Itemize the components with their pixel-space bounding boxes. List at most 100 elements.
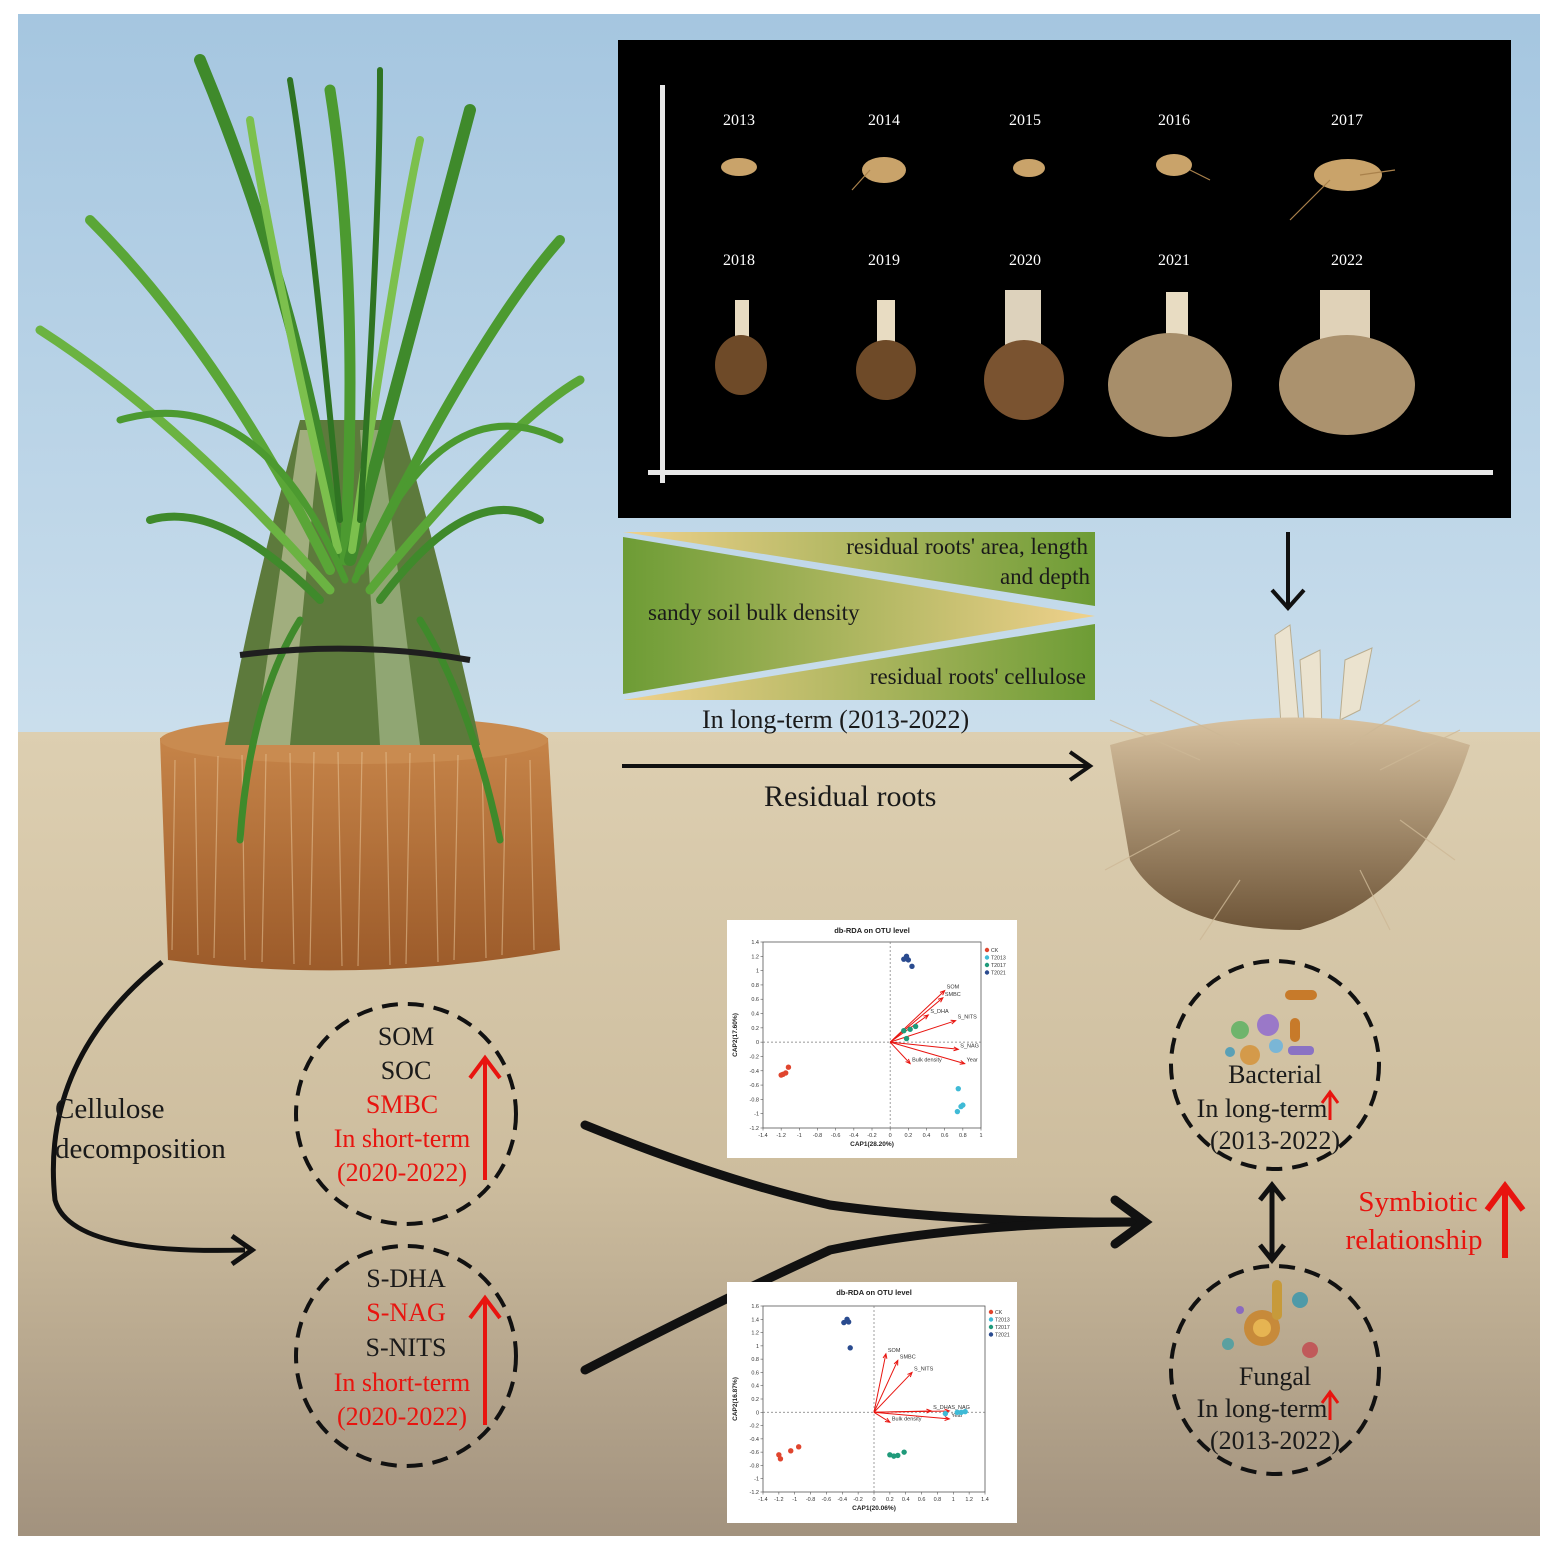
y-tick-label: -1.2 xyxy=(750,1490,759,1496)
increase-arrow-icon xyxy=(468,1294,502,1425)
residual-roots-label: Residual roots xyxy=(764,780,937,813)
x-tick-label: 0.4 xyxy=(902,1497,910,1503)
y-tick-label: -0.8 xyxy=(750,1097,759,1103)
wedge-middle-label: sandy soil bulk density xyxy=(648,600,860,625)
data-point xyxy=(960,1102,966,1108)
loading-arrowhead xyxy=(905,1058,912,1065)
data-point xyxy=(954,1108,961,1115)
x-tick-label: -0.4 xyxy=(849,1133,858,1139)
soil-circle-line4: In short-term xyxy=(333,1124,471,1153)
y-tick-label: -0.8 xyxy=(750,1463,759,1469)
x-tick-label: 0 xyxy=(889,1133,892,1139)
loading-arrowhead xyxy=(939,989,946,996)
db-rda-plot-bacterial: db-RDA on OTU level-1.4-1.2-1-0.8-0.6-0.… xyxy=(727,920,1017,1158)
converging-arrows xyxy=(580,1120,1153,1375)
cellulose-label-line1: Cellulose xyxy=(55,1093,165,1125)
legend-marker xyxy=(988,1309,994,1315)
loading-arrow xyxy=(873,1372,913,1413)
loading-arrow xyxy=(890,1041,965,1065)
grass-plant-illustration xyxy=(35,54,585,971)
fungi-illustration xyxy=(1222,1280,1318,1358)
loading-label: SOM xyxy=(888,1348,901,1354)
y-tick-label: 1.4 xyxy=(751,940,759,946)
loading-label: S_DHA xyxy=(933,1405,952,1411)
loading-label: SMBC xyxy=(945,992,961,998)
data-point xyxy=(783,1070,789,1076)
loading-arrowhead xyxy=(893,1359,899,1366)
x-tick-label: -0.2 xyxy=(853,1497,862,1503)
enzyme-circle-line3: S-NITS xyxy=(365,1333,447,1362)
year-label: 2013 xyxy=(723,112,755,129)
data-point xyxy=(903,1035,910,1042)
data-point xyxy=(788,1448,794,1454)
bidirectional-arrow xyxy=(1258,1180,1286,1265)
legend-label: CK xyxy=(995,1310,1003,1316)
fungal-circle-line2: In long-term xyxy=(1196,1394,1328,1423)
increase-arrow-icon xyxy=(468,1054,502,1180)
x-tick-label: 0.2 xyxy=(905,1133,913,1139)
y-tick-label: 0.8 xyxy=(751,983,759,989)
enzyme-circle-line5: (2020-2022) xyxy=(337,1402,467,1431)
x-tick-label: 1 xyxy=(979,1133,982,1139)
year-label: 2015 xyxy=(1009,112,1041,129)
legend-marker xyxy=(988,1324,994,1330)
data-point xyxy=(912,1023,919,1030)
loading-arrow xyxy=(889,997,944,1043)
data-point xyxy=(954,1409,960,1415)
y-axis-label: CAP2(16.87%) xyxy=(732,1377,739,1421)
root-sample-panel xyxy=(618,40,1511,518)
data-point xyxy=(795,1444,802,1450)
loading-arrow xyxy=(890,1020,956,1043)
y-tick-label: -0.6 xyxy=(750,1083,759,1089)
enzyme-circle-line4: In short-term xyxy=(333,1368,471,1397)
loading-arrowhead xyxy=(944,1416,951,1421)
plot-title: db-RDA on OTU level xyxy=(836,1288,912,1297)
x-tick-label: -0.8 xyxy=(813,1133,822,1139)
loading-arrow xyxy=(873,1410,950,1413)
bacterial-circle-line1: Bacterial xyxy=(1228,1060,1322,1089)
loading-label: S_DHA xyxy=(930,1009,949,1015)
legend-label: T2017 xyxy=(995,1325,1010,1331)
loading-arrowhead xyxy=(937,996,944,1003)
symbiotic-label-line2: relationship xyxy=(1345,1224,1483,1256)
x-tick-label: -0.2 xyxy=(867,1133,876,1139)
bacterial-circle-line3: (2013-2022) xyxy=(1210,1126,1340,1155)
year-label: 2019 xyxy=(868,252,900,269)
loading-arrow xyxy=(889,990,946,1043)
year-label: 2017 xyxy=(1331,112,1363,129)
trend-wedges xyxy=(623,532,1095,700)
data-point xyxy=(785,1064,792,1070)
y-tick-label: -0.6 xyxy=(750,1450,759,1456)
increase-arrow-icon xyxy=(1484,1181,1526,1258)
x-tick-label: 0.6 xyxy=(918,1497,926,1503)
loading-label: SOM xyxy=(947,985,960,991)
loading-label: Bulk density xyxy=(892,1416,922,1422)
increase-arrow-icon xyxy=(1320,1089,1340,1120)
y-tick-label: -1 xyxy=(754,1112,759,1118)
x-tick-label: -0.4 xyxy=(838,1497,847,1503)
x-tick-label: 0.8 xyxy=(934,1497,942,1503)
data-point xyxy=(895,1452,901,1459)
x-tick-label: -1 xyxy=(792,1497,797,1503)
data-point xyxy=(891,1453,897,1459)
legend-marker xyxy=(984,955,990,960)
loading-label: Bulk density xyxy=(912,1058,942,1064)
y-tick-label: 1.2 xyxy=(751,954,759,960)
legend-label: T2017 xyxy=(991,963,1006,969)
legend-label: CK xyxy=(991,948,999,954)
x-axis-label: CAP1(28.20%) xyxy=(850,1141,894,1148)
x-tick-label: -0.8 xyxy=(806,1497,815,1503)
increase-arrow-icon xyxy=(1320,1389,1340,1420)
legend-label: T2021 xyxy=(995,1333,1010,1339)
data-point xyxy=(847,1345,853,1351)
wedge-top-label-line2: and depth xyxy=(999,564,1090,589)
x-tick-label: 0.4 xyxy=(923,1133,931,1139)
year-label: 2016 xyxy=(1158,112,1190,129)
x-tick-label: 0.2 xyxy=(886,1497,894,1503)
x-tick-label: 0.8 xyxy=(959,1133,967,1139)
data-point xyxy=(962,1408,968,1415)
year-label: 2018 xyxy=(723,252,755,269)
soil-circle-line2: SOC xyxy=(380,1056,432,1085)
x-tick-label: -0.6 xyxy=(822,1497,831,1503)
fungal-circle xyxy=(1169,1264,1381,1476)
